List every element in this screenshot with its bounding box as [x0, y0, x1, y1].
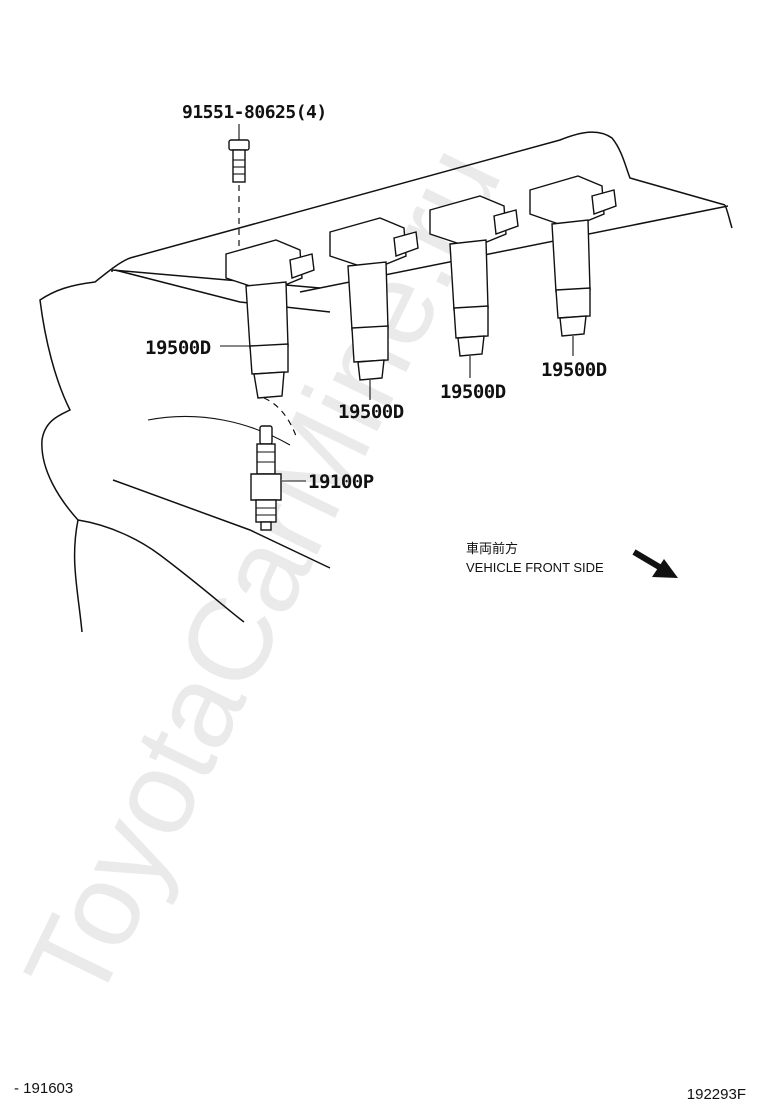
coil-part-number-2: 19500D	[338, 401, 404, 423]
ignition-coil-3	[429, 195, 519, 357]
direction-label-jp: 車両前方	[466, 541, 518, 556]
bolt-part	[228, 139, 250, 258]
coil-part-number-3: 19500D	[440, 381, 506, 403]
ignition-coil-2	[329, 217, 419, 381]
footer-left-code: - 191603	[14, 1080, 73, 1097]
footer-right-code: 192293F	[687, 1086, 746, 1103]
direction-label-en: VEHICLE FRONT SIDE	[466, 560, 604, 575]
bolt-part-number: 91551-80625(4)	[182, 102, 327, 123]
spark-plug	[250, 425, 282, 531]
engine-head-outline	[39, 131, 733, 633]
leader-lines	[220, 336, 574, 482]
ignition-coil-1	[225, 239, 315, 437]
spark-plug-part-number: 19100P	[308, 471, 374, 493]
coil-part-number-4: 19500D	[541, 359, 607, 381]
ignition-coil-4	[529, 175, 617, 337]
coil-part-number-1: 19500D	[145, 337, 211, 359]
arrow-down-right-icon	[632, 549, 678, 578]
